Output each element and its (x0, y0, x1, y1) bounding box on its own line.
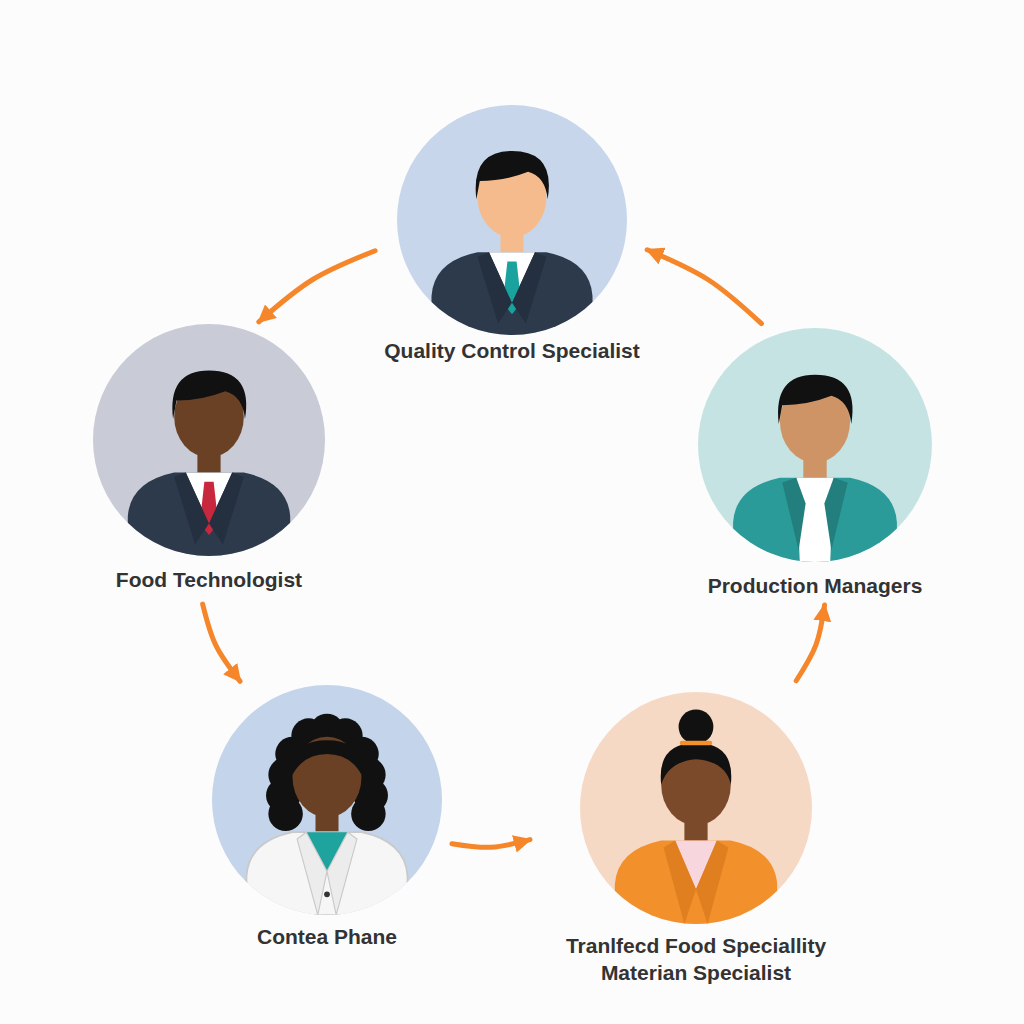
role-label: Production Managers (708, 572, 923, 599)
role-label: Food Technologist (116, 566, 302, 593)
person-figure (698, 328, 932, 562)
flow-arrow (647, 250, 761, 324)
flow-arrow (796, 605, 824, 681)
person-figure (580, 692, 812, 924)
role-node: Food Technologist (93, 324, 325, 593)
person-illustration (212, 685, 442, 915)
flow-arrow (259, 251, 375, 322)
person-illustration (698, 328, 932, 562)
role-label: Tranlfecd Food Speciallity Materian Spec… (540, 932, 852, 987)
role-node: Production Managers (698, 328, 932, 599)
flow-arrow (452, 840, 530, 848)
person-figure (93, 324, 325, 556)
flow-arrow (203, 604, 241, 681)
person-figure (397, 105, 627, 335)
person-illustration (397, 105, 627, 335)
person-figure (212, 685, 442, 915)
role-node: Contea Phane (212, 685, 442, 950)
role-node: Quality Control Specialist (380, 105, 644, 364)
person-illustration (580, 692, 812, 924)
role-node: Tranlfecd Food Speciallity Materian Spec… (536, 692, 856, 987)
role-label: Contea Phane (257, 923, 397, 950)
role-label: Quality Control Specialist (384, 337, 640, 364)
person-illustration (93, 324, 325, 556)
